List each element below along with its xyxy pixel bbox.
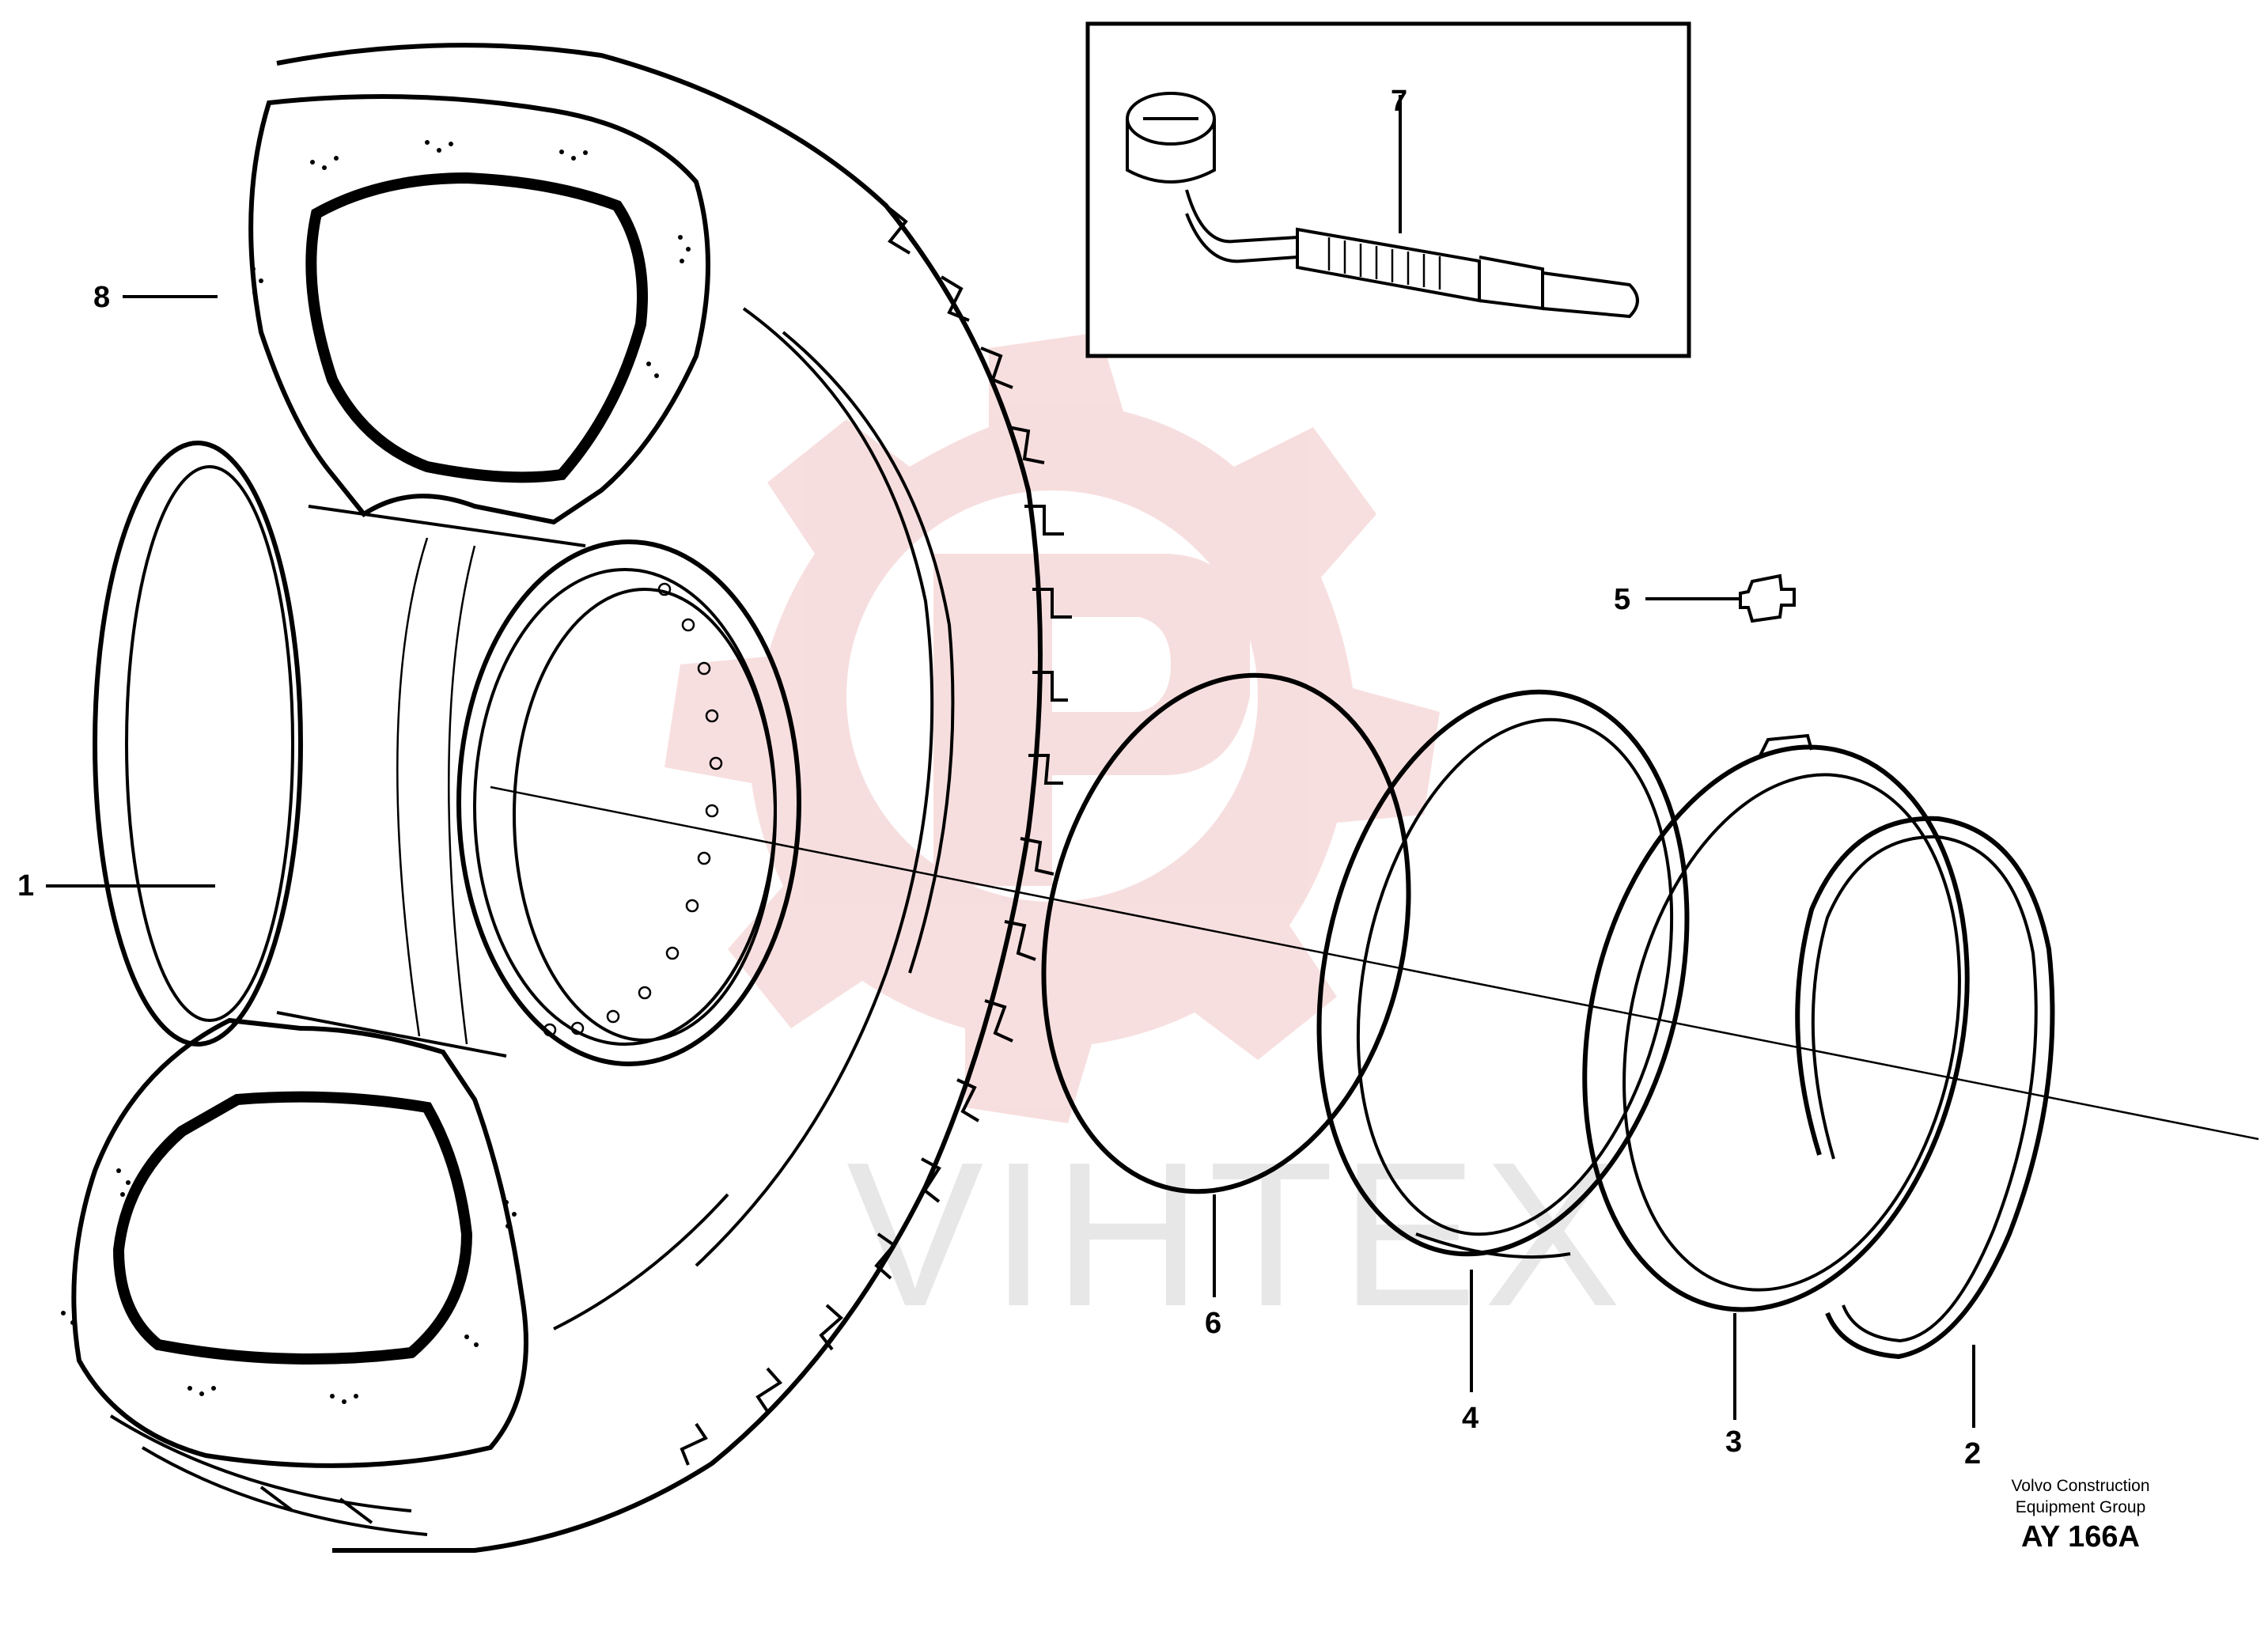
callout-3: 3: [1725, 1425, 1742, 1459]
credit-line-1: Volvo Construction: [2011, 1477, 2149, 1495]
callout-numbers: 1 2 3 4 5 6 7 8: [17, 85, 1981, 1471]
bead-seat-band[interactable]: [1270, 657, 1736, 1289]
side-ring[interactable]: [1535, 711, 2016, 1346]
rim-barrel-shading: [396, 537, 476, 1045]
leader-lines: [46, 95, 1975, 1428]
sidewall-ring-2: [782, 331, 955, 974]
callout-7: 7: [1391, 85, 1407, 118]
o-ring[interactable]: [998, 641, 1454, 1225]
callout-6: 6: [1205, 1307, 1221, 1340]
rim-inner-flange: [125, 465, 294, 1022]
tube-section-top[interactable]: [305, 172, 648, 483]
callout-5: 5: [1614, 583, 1630, 616]
callout-8: 8: [93, 281, 110, 314]
rim-barrel-bottom: [276, 1011, 507, 1058]
rim-front-bore-inner: [513, 588, 777, 1042]
credit-block: Volvo Construction Equipment Group AY 16…: [2011, 1477, 2149, 1554]
tire-and-rim: [61, 43, 1072, 1553]
tube-section-bottom[interactable]: [112, 1091, 473, 1365]
watermark: VIHTEX: [664, 332, 1627, 1349]
tire-section-bottom: [71, 1017, 528, 1468]
tire-stipple-marks: [61, 140, 691, 1404]
valve-assembly[interactable]: [1126, 92, 1639, 319]
sidewall-ring-3: [553, 1193, 729, 1331]
watermark-logo-inner: [933, 554, 1250, 886]
tire-section-top: [248, 94, 710, 525]
assembly-axis-line: [490, 785, 2259, 1141]
valve-inset-frame: [1085, 21, 1691, 358]
drawing-code: AY 166A: [2021, 1520, 2140, 1554]
tire-outer-profile: [276, 43, 1043, 1553]
valve-spacer-block[interactable]: [1739, 573, 1796, 623]
tire-tread-blocks: [680, 204, 1072, 1466]
callout-2: 2: [1964, 1437, 1981, 1471]
watermark-logo-inner-cut: [1052, 617, 1171, 712]
tire-lower-ridges: [109, 1414, 428, 1536]
lock-ring[interactable]: [1795, 816, 2055, 1360]
rim-outer-flange[interactable]: [93, 441, 303, 1047]
rim-bolt-holes: [543, 582, 723, 1037]
rim-front-bore-mid: [473, 568, 777, 1046]
rim-barrel-top: [308, 505, 586, 547]
callout-4: 4: [1462, 1402, 1479, 1435]
rim-front-bore-outer[interactable]: [456, 539, 801, 1066]
sidewall-ring-1: [695, 307, 934, 1267]
callout-1: 1: [17, 869, 34, 903]
valve-inset: [1085, 21, 1691, 358]
credit-line-2: Equipment Group: [2016, 1498, 2146, 1516]
watermark-text: VIHTEX: [846, 1120, 1627, 1349]
